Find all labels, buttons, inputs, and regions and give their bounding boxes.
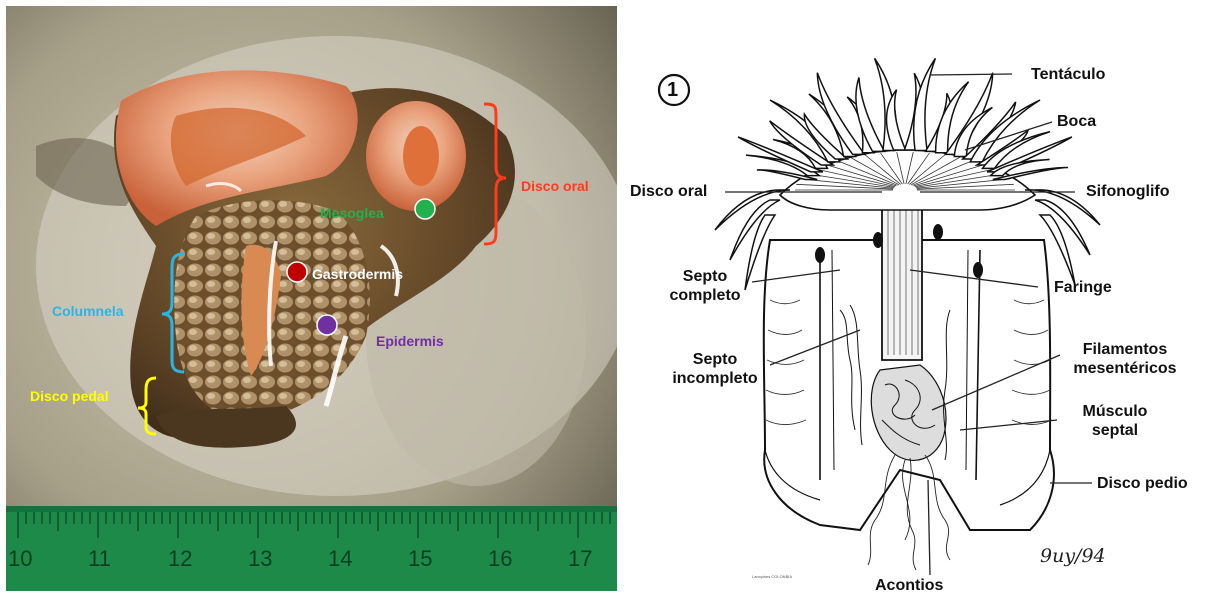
label-columnela: Columnela <box>52 303 124 319</box>
ruler-number: 16 <box>488 546 512 572</box>
ruler-number: 12 <box>168 546 192 572</box>
label-gastrodermis: Gastrodermis <box>312 266 403 282</box>
tentacle <box>856 77 885 151</box>
artist-signature: 9uy/94 <box>1040 545 1106 567</box>
label-mesoglea: Mesoglea <box>320 205 384 221</box>
mesoglea-marker <box>415 199 435 219</box>
label-sifonoglifo: Sifonoglifo <box>1086 182 1170 201</box>
figure-number: 1 <box>667 79 678 102</box>
anatomy-diagram: 1 Tentáculo Boca Disco oral Sifonoglifo … <box>620 0 1211 595</box>
ruler-number: 14 <box>328 546 352 572</box>
ruler-number: 11 <box>88 546 111 572</box>
label-musculo-septal: Músculoseptal <box>1060 402 1170 440</box>
credit-text: Lanoyines COLONBIA <box>752 574 792 579</box>
label-tentaculo: Tentáculo <box>1031 65 1105 84</box>
label-filamentos-mesentericos: Filamentosmesentéricos <box>1060 340 1190 378</box>
label-disco-pedal: Disco pedal <box>30 388 109 404</box>
ruler-number: 15 <box>408 546 432 572</box>
ruler-number: 13 <box>248 546 272 572</box>
ruler-number: 10 <box>8 546 32 572</box>
label-disco-pedio: Disco pedio <box>1097 474 1188 493</box>
specimen-photo-drawing <box>6 6 617 591</box>
specimen-photo: 10 11 12 13 14 15 16 17 Disco oral Mesoglea Gas… <box>6 6 617 591</box>
epidermis-marker <box>317 315 337 335</box>
ruler-number: 17 <box>568 546 592 572</box>
label-epidermis: Epidermis <box>376 333 444 349</box>
tentacle <box>914 58 936 150</box>
gastrodermis-marker <box>287 262 307 282</box>
label-disco-oral: Disco oral <box>521 178 589 194</box>
label-boca: Boca <box>1057 112 1096 131</box>
label-septo-incompleto: Septoincompleto <box>660 350 770 388</box>
label-acontios: Acontios <box>875 576 943 595</box>
label-disco-oral-drawing: Disco oral <box>630 182 707 201</box>
label-faringe: Faringe <box>1054 278 1112 297</box>
label-septo-completo: Septocompleto <box>660 267 750 305</box>
